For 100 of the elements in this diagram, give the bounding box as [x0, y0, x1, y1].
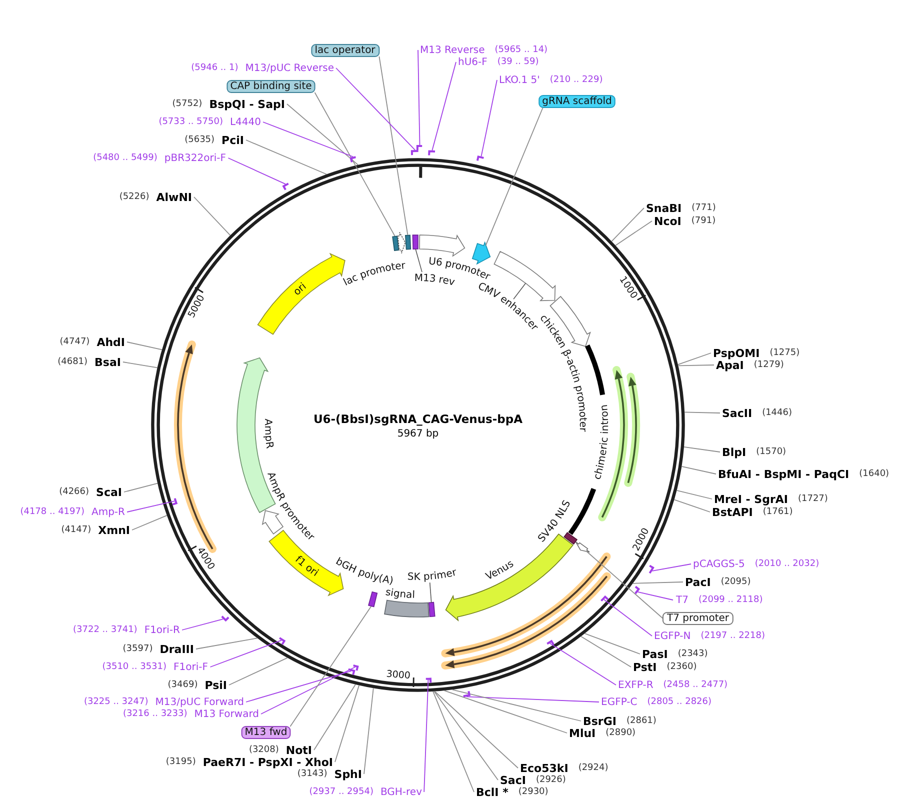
primer-label: EXFP-R (2458 .. 2477) — [618, 680, 728, 690]
restriction-site-label: BfuAI - BspMI - PaqCI (1640) — [718, 468, 890, 480]
primer-label: (5946 .. 1) M13/pUC Reverse — [191, 62, 334, 74]
feature-callout: lac operator — [311, 44, 380, 57]
restriction-site-label: (5635) PciI — [184, 134, 244, 146]
leader-line — [194, 196, 231, 236]
primer-site-mark — [648, 564, 654, 574]
primer-label: LKO.1 5' (210 .. 229) — [499, 74, 603, 86]
leader-line — [652, 564, 692, 572]
leader-line — [210, 640, 282, 668]
leader-line — [424, 679, 429, 792]
restriction-site-label: (3195) PaeR7I - PspXI - XhoI — [166, 756, 333, 768]
restriction-site-label: (4681) BsaI — [58, 356, 121, 368]
primer-label: (5480 .. 5499) pBR322ori-F — [93, 152, 226, 164]
primer-label: M13 Reverse (5965 .. 14) — [420, 44, 548, 56]
leader-line — [603, 599, 652, 636]
leader-line — [678, 352, 712, 366]
primer-label: (4178 .. 4197) Amp-R — [20, 506, 125, 518]
leader-line — [378, 56, 408, 236]
restriction-site-label: BstAPI (1761) — [712, 506, 793, 518]
restriction-site-label: (4147) XmnI — [61, 524, 130, 536]
leader-line — [126, 500, 176, 512]
restriction-site-label: (5752) BspQI - SapI — [172, 98, 285, 110]
leader-line — [260, 666, 356, 714]
restriction-site-label: PspOMI (1275) — [713, 346, 800, 360]
primer-label: (3225 .. 3247) M13/pUC Forward — [84, 696, 244, 708]
primer-label: (2937 .. 2954) BGH-rev — [309, 786, 422, 798]
leader-line — [444, 690, 568, 734]
leader-line — [611, 208, 644, 242]
leader-line — [124, 482, 158, 492]
leader-line — [580, 636, 632, 668]
feature-callout: M13 fwd — [241, 726, 291, 739]
feature-block — [405, 234, 412, 250]
primer-site-mark — [600, 596, 609, 602]
primer-site-mark — [634, 586, 640, 594]
scale-label: 2000 — [630, 526, 652, 553]
leader-line — [615, 220, 652, 246]
primer-site-mark — [410, 150, 418, 156]
leader-line — [632, 582, 684, 584]
primer-site-mark — [279, 637, 286, 645]
leader-line — [196, 638, 258, 650]
restriction-site-label: PasI (2343) — [642, 648, 708, 660]
size-label: 5967 bp — [397, 428, 439, 440]
leader-line — [228, 657, 288, 686]
primer-label: (3722 .. 3741) F1ori-R — [73, 624, 180, 636]
leader-line — [637, 591, 674, 600]
primer-label: (3216 .. 3233) M13 Forward — [122, 708, 259, 720]
leader-line — [678, 364, 714, 366]
leader-line — [336, 68, 416, 150]
primer-site-mark — [282, 182, 289, 190]
leader-line — [586, 550, 664, 619]
restriction-site-label: MluI (2890) — [569, 726, 636, 740]
restriction-site-label: PacI (2095) — [685, 576, 751, 588]
restriction-site-label: (3208) NotI — [248, 744, 312, 756]
leader-line — [314, 92, 396, 236]
feature-block — [575, 542, 590, 553]
leader-line — [286, 104, 359, 166]
primer-site-mark — [172, 498, 178, 506]
restriction-site-label: (4266) ScaI — [59, 486, 122, 498]
leader-line — [676, 490, 712, 500]
leader-line — [684, 446, 720, 452]
feature-block — [392, 236, 400, 251]
feature-block — [368, 591, 378, 608]
map-title: U6-(BbsI)sgRNA_CAG-Venus-bpA — [313, 412, 523, 426]
leader-line — [132, 514, 168, 530]
feature-callout: gRNA scaffold — [538, 95, 616, 108]
leader-line — [418, 50, 420, 146]
restriction-site-label: BlpI (1570) — [722, 446, 786, 458]
primer-label: (3510 .. 3531) F1ori-F — [102, 662, 208, 672]
leader-line — [434, 690, 498, 780]
leader-line — [182, 618, 224, 630]
primer-label: pCAGGS-5 (2010 .. 2032) — [693, 558, 820, 570]
restriction-site-label: (3143) SphI — [297, 768, 362, 780]
restriction-site-label: (3597) DraIII — [122, 642, 194, 656]
feature-callout: CAP binding site — [226, 80, 316, 93]
leader-line — [674, 499, 710, 512]
primer-site-mark — [416, 145, 422, 150]
leader-line — [681, 466, 716, 474]
leader-line — [228, 158, 286, 184]
primer-label: hU6-F (39 .. 59) — [458, 56, 539, 68]
restriction-site-label: BsrGI (2861) — [583, 714, 656, 728]
leader-line — [122, 362, 158, 368]
leader-line — [246, 140, 328, 175]
leader-line — [432, 691, 474, 792]
primer-site-mark — [428, 150, 436, 156]
primer-site-mark — [221, 616, 230, 622]
restriction-site-label: MreI - SgrAI (1727) — [714, 492, 828, 506]
leader-line — [432, 62, 456, 151]
scale-label: 3000 — [386, 668, 411, 682]
primer-site-mark — [426, 678, 432, 683]
restriction-site-label: (4747) AhdI — [60, 336, 125, 348]
leader-line — [434, 690, 518, 768]
restriction-site-label: BclI * (2930) — [476, 786, 548, 798]
primer-site-mark — [353, 664, 359, 671]
leader-line — [549, 642, 616, 686]
restriction-site-label: ApaI (1279) — [716, 358, 784, 372]
leader-line — [314, 684, 356, 750]
leader-line — [262, 122, 354, 158]
leader-line — [684, 412, 720, 414]
leader-line — [246, 670, 352, 702]
